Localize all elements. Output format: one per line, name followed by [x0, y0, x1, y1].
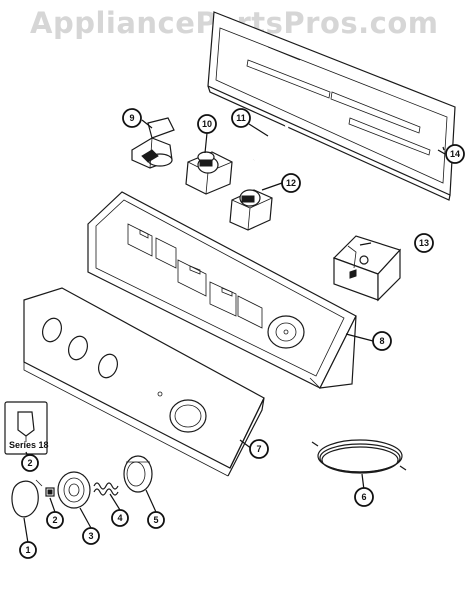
callout-13-label: 13: [419, 238, 429, 248]
part-5-bezel: [123, 455, 153, 493]
callout-5-label: 5: [153, 515, 158, 525]
series-18-label: Series 18: [9, 440, 49, 450]
part-2-clip: [45, 487, 55, 497]
callout-3: 3: [82, 527, 100, 545]
callout-10: 10: [197, 114, 217, 134]
callout-9: 9: [122, 108, 142, 128]
callout-11: 11: [231, 108, 251, 128]
callout-7-label: 7: [256, 444, 261, 454]
callout-14-label: 14: [450, 149, 460, 159]
callout-14: 14: [445, 144, 465, 164]
part-12-switch: [229, 189, 273, 231]
callout-13: 13: [414, 233, 434, 253]
callout-12: 12: [281, 173, 301, 193]
series-18-inset: Series 18: [4, 401, 49, 455]
callout-1-label: 1: [25, 545, 30, 555]
callout-4-label: 4: [117, 513, 122, 523]
callout-11-label: 11: [236, 113, 246, 123]
leader-lines: [23, 119, 446, 544]
part-3-knob-base: [57, 471, 91, 509]
callout-1: 1: [19, 541, 37, 559]
callout-inset-2-label: 2: [27, 458, 32, 468]
callout-2: 2: [46, 511, 64, 529]
callout-4: 4: [111, 509, 129, 527]
callout-6-label: 6: [361, 492, 366, 502]
part-4-spring: [93, 482, 119, 496]
part-6-wire-harness: [311, 439, 407, 474]
callout-2-label: 2: [52, 515, 57, 525]
callout-12-label: 12: [286, 178, 296, 188]
callout-8: 8: [372, 331, 392, 351]
part-11-tube: [253, 123, 289, 162]
part-9-knob-assembly: [131, 117, 175, 169]
part-10-switch: [185, 151, 233, 195]
callout-5: 5: [147, 511, 165, 529]
callout-3-label: 3: [88, 531, 93, 541]
callout-7: 7: [249, 439, 269, 459]
callout-6: 6: [354, 487, 374, 507]
part-backsplash-panel: [207, 11, 456, 201]
part-1-knob-cap: [11, 479, 43, 518]
callout-inset-2: 2: [21, 454, 39, 472]
callout-8-label: 8: [379, 336, 384, 346]
callout-9-label: 9: [129, 113, 134, 123]
part-13-timer: [332, 235, 402, 302]
callout-10-label: 10: [202, 119, 212, 129]
